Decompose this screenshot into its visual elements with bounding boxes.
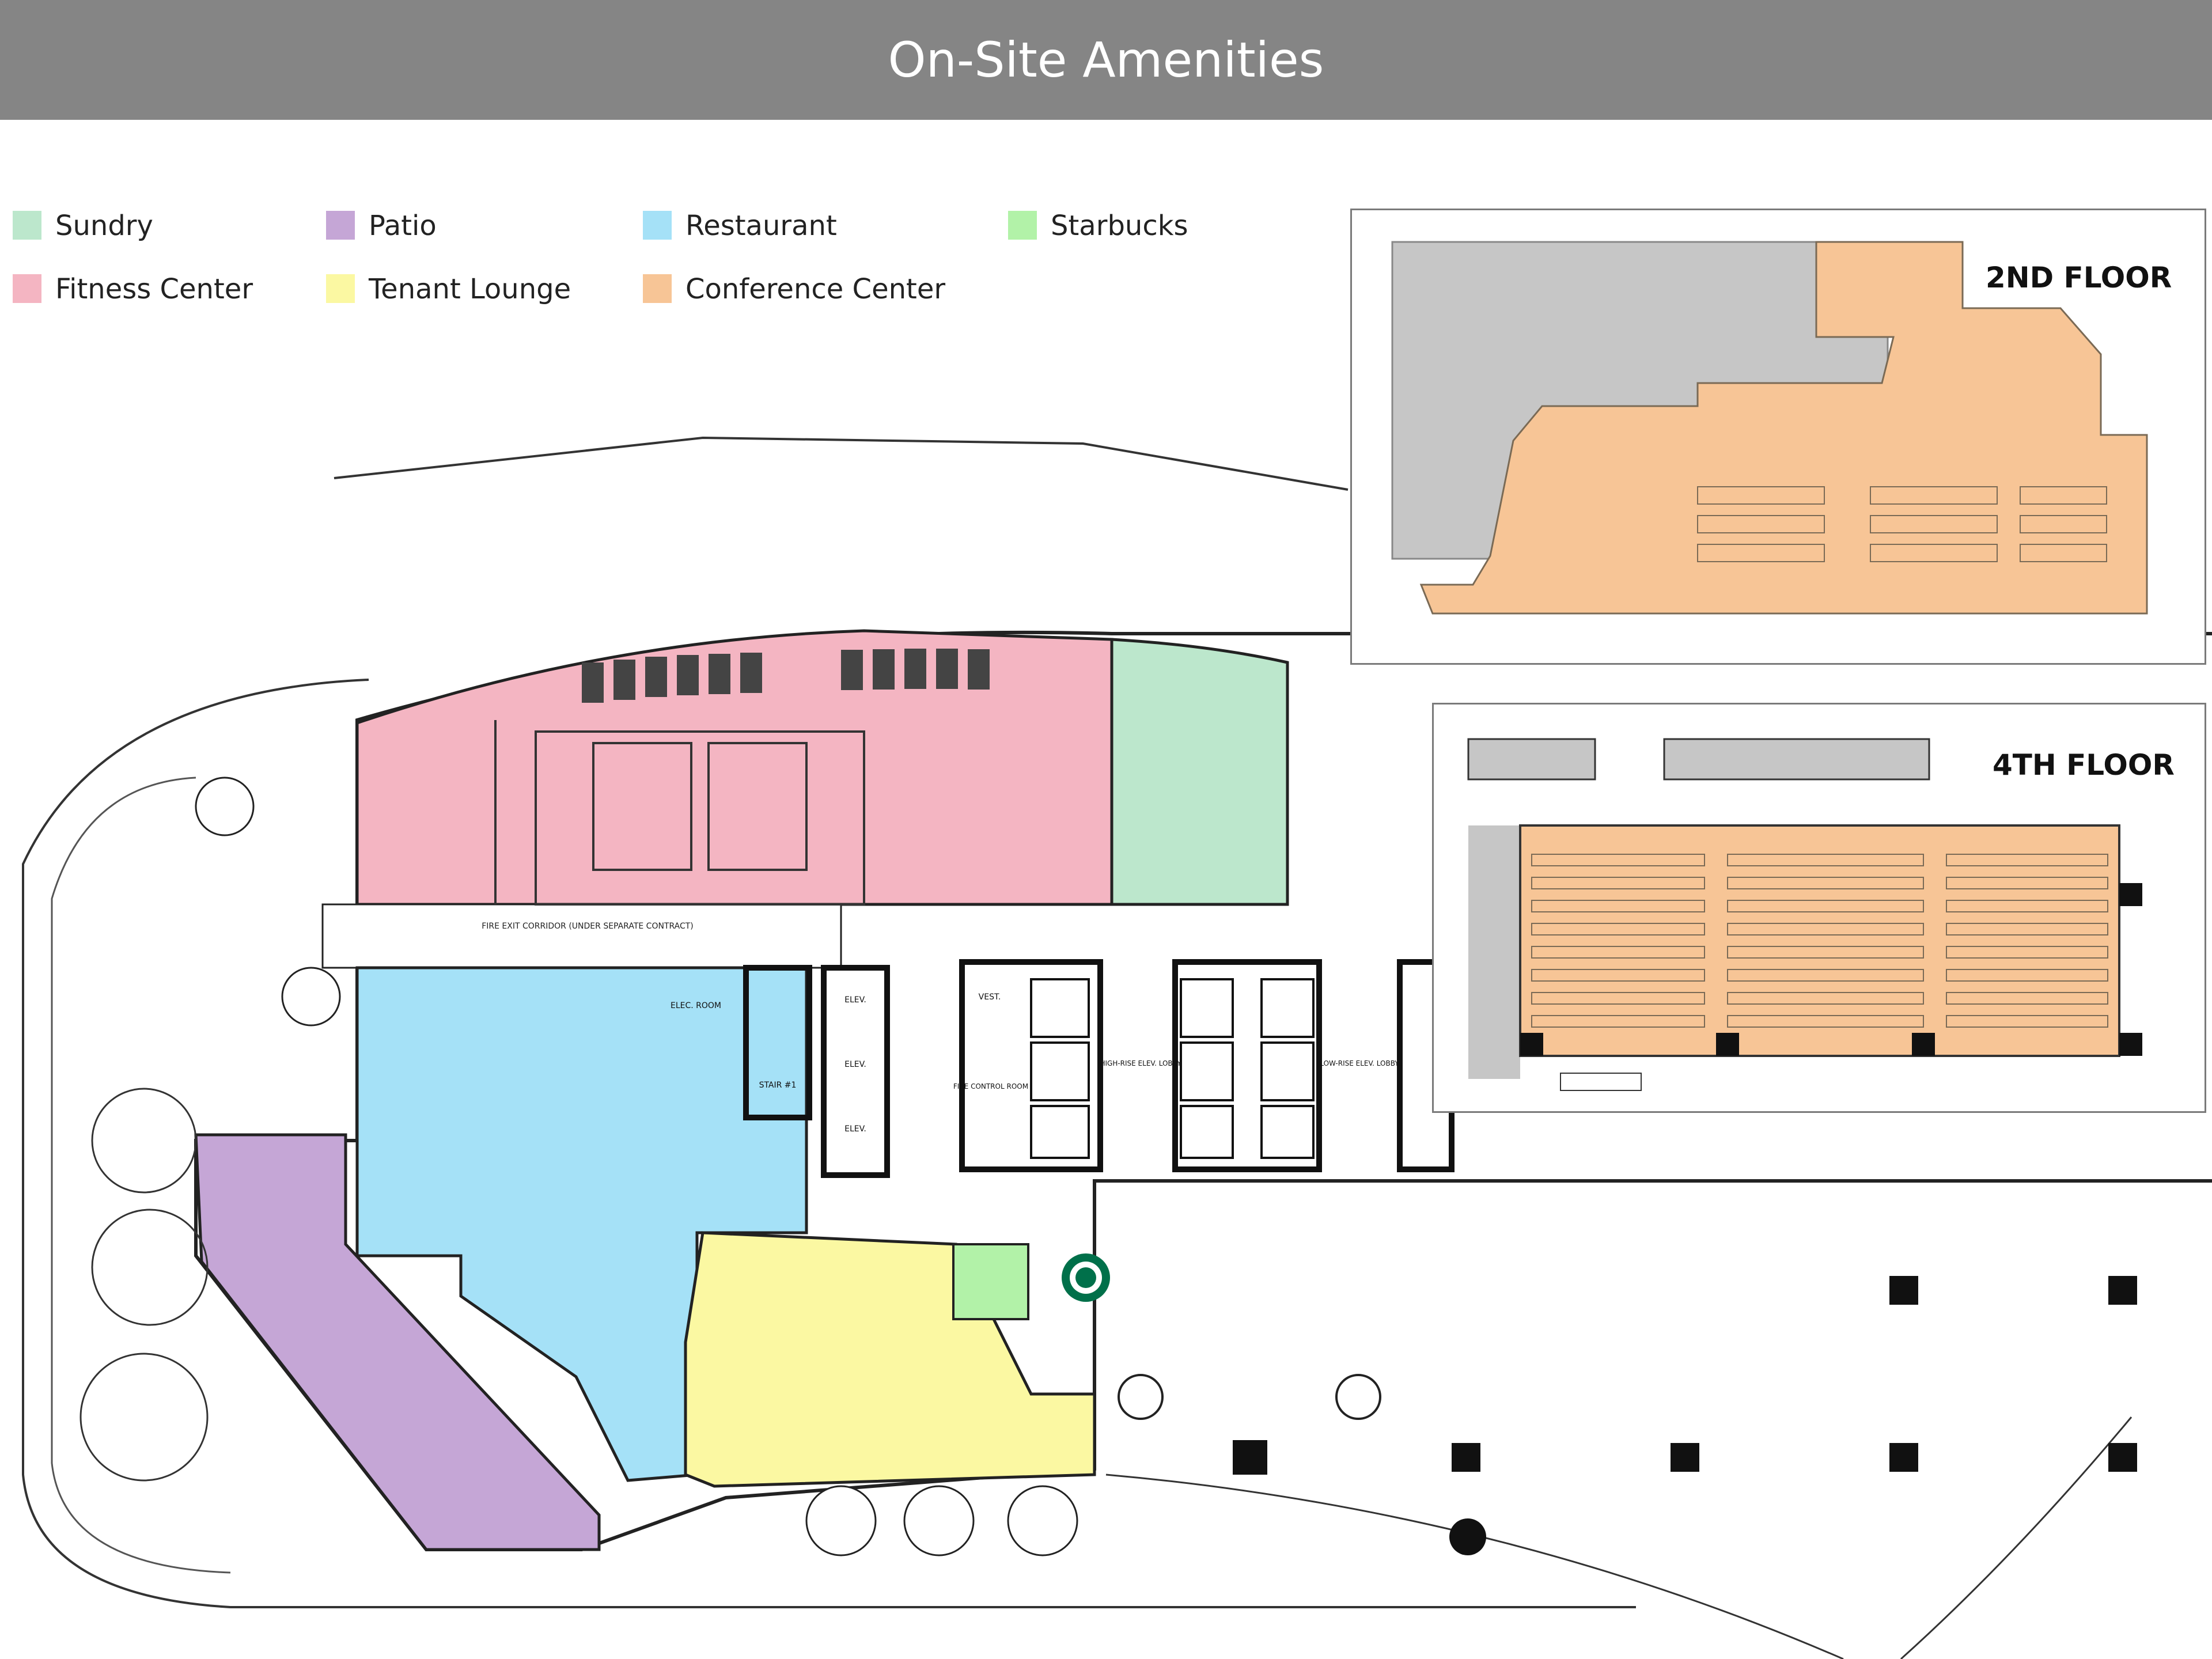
fire-exit-corridor: [321, 903, 842, 969]
legend-swatch: [643, 211, 672, 240]
tenant-lounge-zone: [684, 1231, 1096, 1488]
fourth-floor-columns: [1520, 883, 2142, 1056]
legend-swatch: [1008, 211, 1037, 240]
fitness-interior-walls: [494, 720, 865, 906]
fourth-floor-plan: [1467, 738, 2142, 1091]
patio-zone: [194, 1133, 601, 1551]
starbucks-logo: [1062, 1253, 1110, 1302]
fourth-floor-service-core-2: [1663, 738, 1930, 781]
elev-label-3: ELEV.: [844, 1124, 866, 1134]
legend-swatch: [13, 274, 41, 303]
legend-label: Fitness Center: [55, 273, 253, 305]
lobby-columns: [1233, 1276, 2137, 1555]
conference-center-4th-floor: [1519, 824, 2120, 1057]
site-boundary-top: [334, 436, 1349, 491]
fire-control-room-label: FIRE CONTROL ROOM: [953, 1082, 1028, 1090]
site-boundary-left: [22, 679, 1636, 1608]
fitness-center-zone: [355, 629, 1113, 906]
second-floor-inset: 2ND FLOOR: [1350, 209, 2206, 665]
conference-center-2nd-floor: [1419, 241, 2148, 615]
low-rise-lobby-label: LOW-RISE ELEV. LOBBY: [1320, 1059, 1399, 1067]
fourth-floor-side-wall: [1468, 825, 1520, 1079]
fourth-floor-counter: [1560, 1073, 1642, 1091]
elec-room-label: ELEC. ROOM: [671, 1001, 721, 1010]
legend-label: Conference Center: [685, 273, 946, 305]
site-boundary-inner: [51, 777, 231, 1574]
sundry-zone: [1110, 638, 1289, 906]
elevator-core: [743, 959, 1455, 1178]
second-floor-tables: [1697, 486, 2107, 562]
legend-label: Restaurant: [685, 210, 837, 242]
high-rise-lobby-label: HIGH-RISE ELEV. LOBBY: [1100, 1059, 1181, 1067]
elev-label-1: ELEV.: [844, 995, 866, 1005]
fitness-equipment: [582, 649, 990, 703]
stair-1-label: STAIR #1: [759, 1081, 797, 1090]
curved-drive-right: [1900, 1416, 2133, 1659]
fourth-floor-inset: 4TH FLOOR: [1432, 703, 2206, 1113]
page-title: On-Site Amenities: [888, 32, 1324, 88]
second-floor-plan: [1391, 241, 2148, 615]
fourth-floor-service-core: [1467, 738, 1596, 781]
legend-label: Sundry: [55, 210, 153, 242]
vest-label: VEST.: [979, 993, 1001, 1002]
trees: [195, 777, 1078, 1556]
legend-label: Patio: [369, 210, 437, 242]
legend-swatch: [326, 211, 355, 240]
elev-label-2: ELEV.: [844, 1060, 866, 1069]
curved-drive: [1105, 1474, 1844, 1659]
legend-swatch: [643, 274, 672, 303]
legend-swatch: [13, 211, 41, 240]
starbucks-zone: [952, 1243, 1029, 1320]
fourth-floor-label: 4TH FLOOR: [1993, 748, 2175, 782]
revolving-doors: [1118, 1374, 1381, 1420]
legend-label: Tenant Lounge: [369, 273, 571, 305]
legend-swatch: [326, 274, 355, 303]
elevator-cars: [1030, 978, 1315, 1159]
fire-exit-corridor-label: FIRE EXIT CORRIDOR (UNDER SEPARATE CONTR…: [482, 922, 694, 931]
fourth-floor-seating: [1531, 854, 2108, 1028]
planting-bed: [79, 1088, 209, 1482]
header-bar: On-Site Amenities: [0, 0, 2212, 120]
legend-label: Starbucks: [1051, 210, 1188, 242]
second-floor-label: 2ND FLOOR: [1986, 261, 2172, 294]
